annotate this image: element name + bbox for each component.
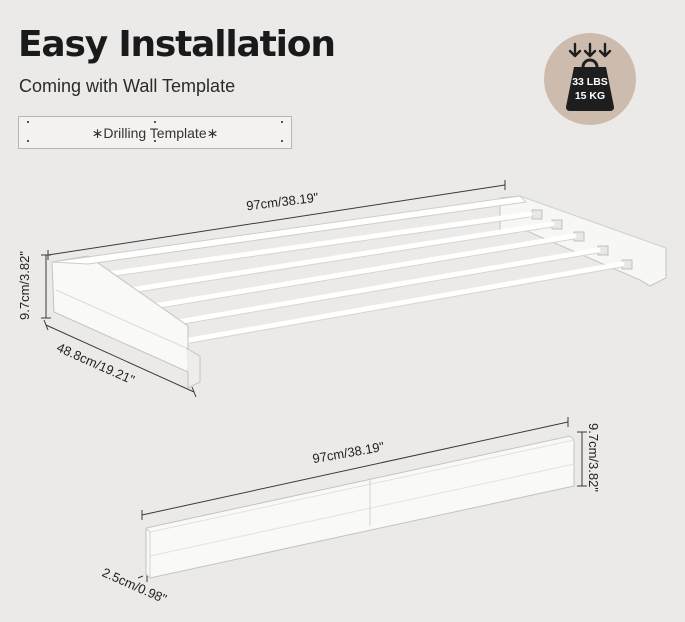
- drill-hole-mark: [27, 140, 29, 142]
- folded-height-label: 9.7cm/3.82": [585, 423, 601, 492]
- expanded-rack: [51, 195, 667, 389]
- drill-hole-mark: [281, 121, 283, 123]
- drill-hole-mark: [281, 140, 283, 142]
- drill-hole-mark: [27, 121, 29, 123]
- drill-hole-mark: [154, 121, 156, 123]
- page-subtitle: Coming with Wall Template: [19, 76, 236, 96]
- weight-lbs: 33 LBS: [572, 76, 608, 88]
- down-arrows-icon: [568, 42, 612, 58]
- drilling-template-label: ∗Drilling Template∗: [91, 125, 219, 141]
- weight-icon: 33 LBS 15 KG: [566, 42, 614, 111]
- rack-height-label: 9.7cm/3.82": [16, 251, 32, 320]
- weight-kg: 15 KG: [575, 90, 605, 102]
- folded-rack: [145, 435, 575, 579]
- page-title: Easy Installation: [18, 24, 336, 65]
- dimension-lines: [41, 180, 587, 582]
- drill-hole-mark: [154, 140, 156, 142]
- weight-capacity-badge: 33 LBS 15 KG: [544, 33, 636, 125]
- drilling-template: ∗Drilling Template∗: [18, 116, 292, 149]
